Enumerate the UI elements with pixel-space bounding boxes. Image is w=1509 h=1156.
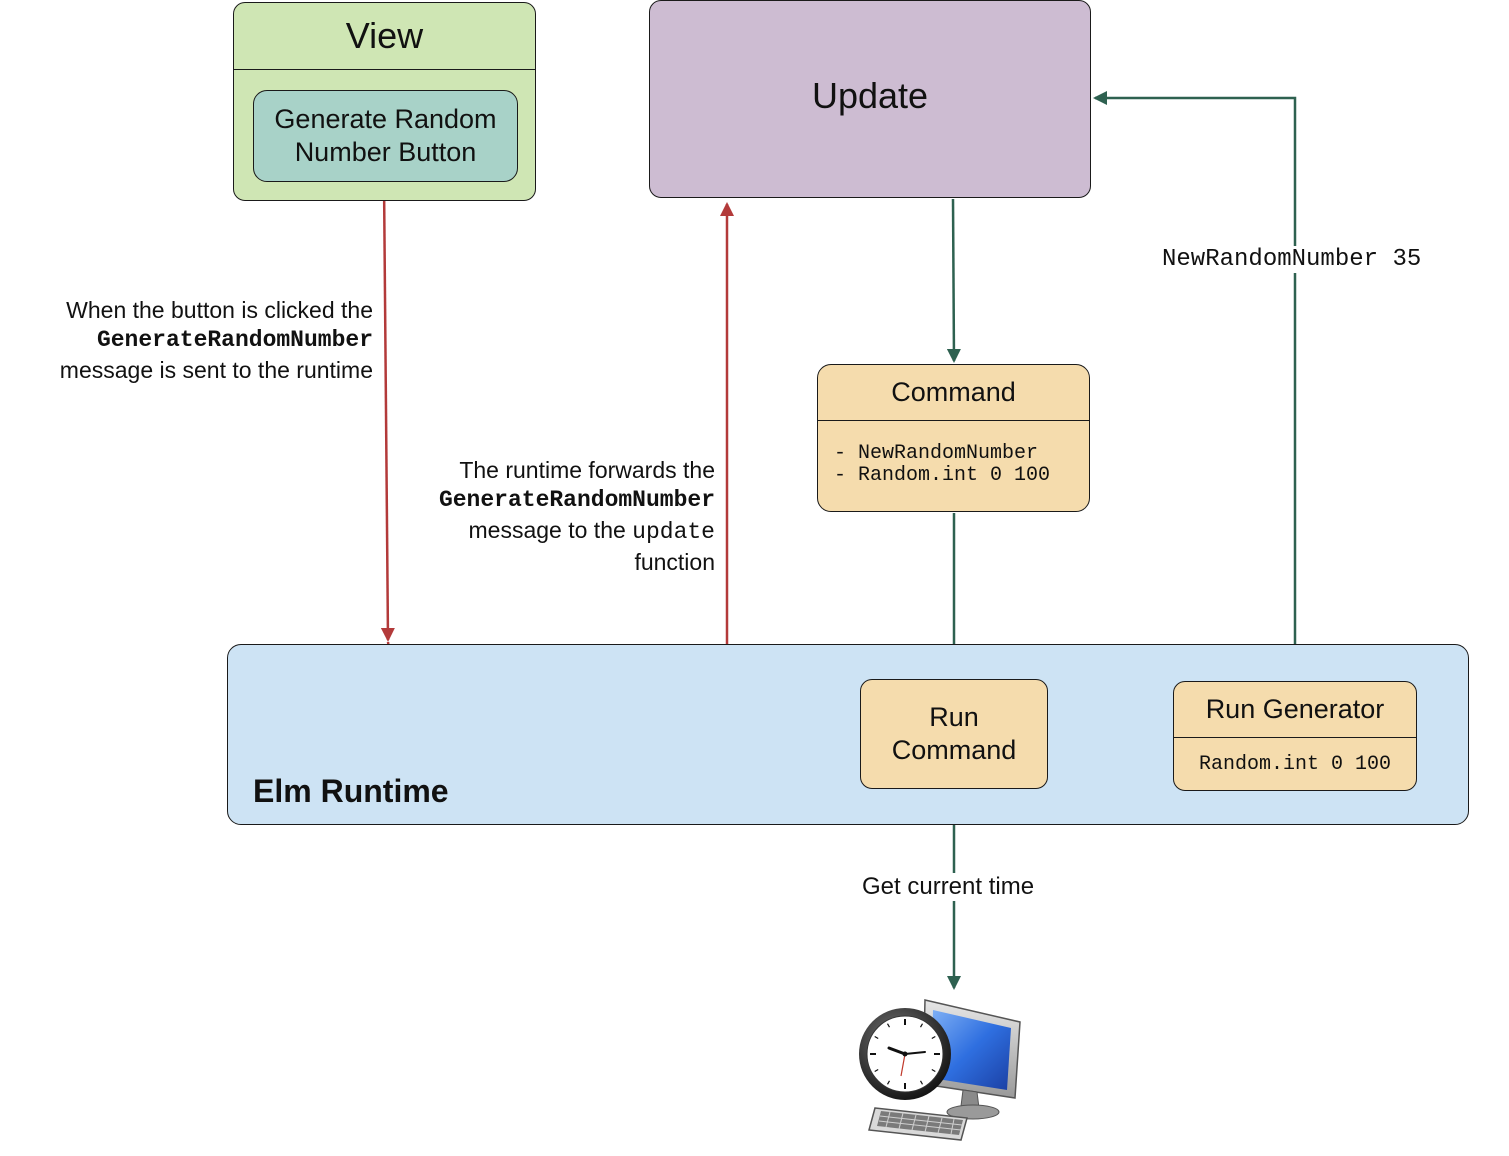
note-button-clicked: When the button is clicked the GenerateR… bbox=[60, 295, 373, 385]
command-list: - NewRandomNumber - Random.int 0 100 bbox=[834, 443, 1050, 487]
view-box: View Generate Random Number Button bbox=[233, 2, 536, 201]
button-to-runtime-arrow bbox=[380, 180, 395, 642]
command-title: Command bbox=[818, 365, 1089, 421]
generator-to-update-arrow bbox=[1093, 91, 1297, 681]
note-runtime-forwards: The runtime forwards the GenerateRandomN… bbox=[439, 455, 715, 577]
update-to-command-arrow bbox=[946, 198, 961, 363]
run-generator-title: Run Generator bbox=[1174, 682, 1416, 738]
generate-random-number-button[interactable]: Generate Random Number Button bbox=[253, 90, 518, 182]
command-item: - Random.int 0 100 bbox=[834, 464, 1051, 487]
note-text: The runtime forwards the bbox=[459, 457, 715, 483]
note-text: When the button is clicked the bbox=[66, 297, 373, 323]
run-generator-body: Random.int 0 100 bbox=[1198, 752, 1392, 776]
update-box: Update bbox=[649, 0, 1091, 198]
elm-runtime-label: Elm Runtime bbox=[253, 773, 449, 809]
new-random-number-edge-label: NewRandomNumber 35 bbox=[1160, 246, 1424, 273]
note-code: GenerateRandomNumber bbox=[438, 487, 715, 513]
note-line: message to the update bbox=[439, 515, 715, 547]
note-text: message is sent to the runtime bbox=[59, 357, 373, 383]
run-generator-box: Run Generator Random.int 0 100 bbox=[1173, 681, 1417, 791]
view-title: View bbox=[234, 3, 535, 70]
note-code-inline: update bbox=[632, 519, 715, 545]
note-code: GenerateRandomNumber bbox=[96, 327, 373, 353]
run-command-box: Run Command bbox=[860, 679, 1048, 789]
update-title: Update bbox=[811, 75, 929, 116]
get-current-time-edge-label: Get current time bbox=[862, 873, 1035, 901]
clock-computer-icon bbox=[859, 999, 1021, 1141]
command-box: Command - NewRandomNumber - Random.int 0… bbox=[817, 364, 1090, 512]
note-text: message to the bbox=[468, 517, 633, 543]
command-item: - NewRandomNumber bbox=[834, 442, 1039, 465]
note-text: function bbox=[634, 549, 715, 575]
